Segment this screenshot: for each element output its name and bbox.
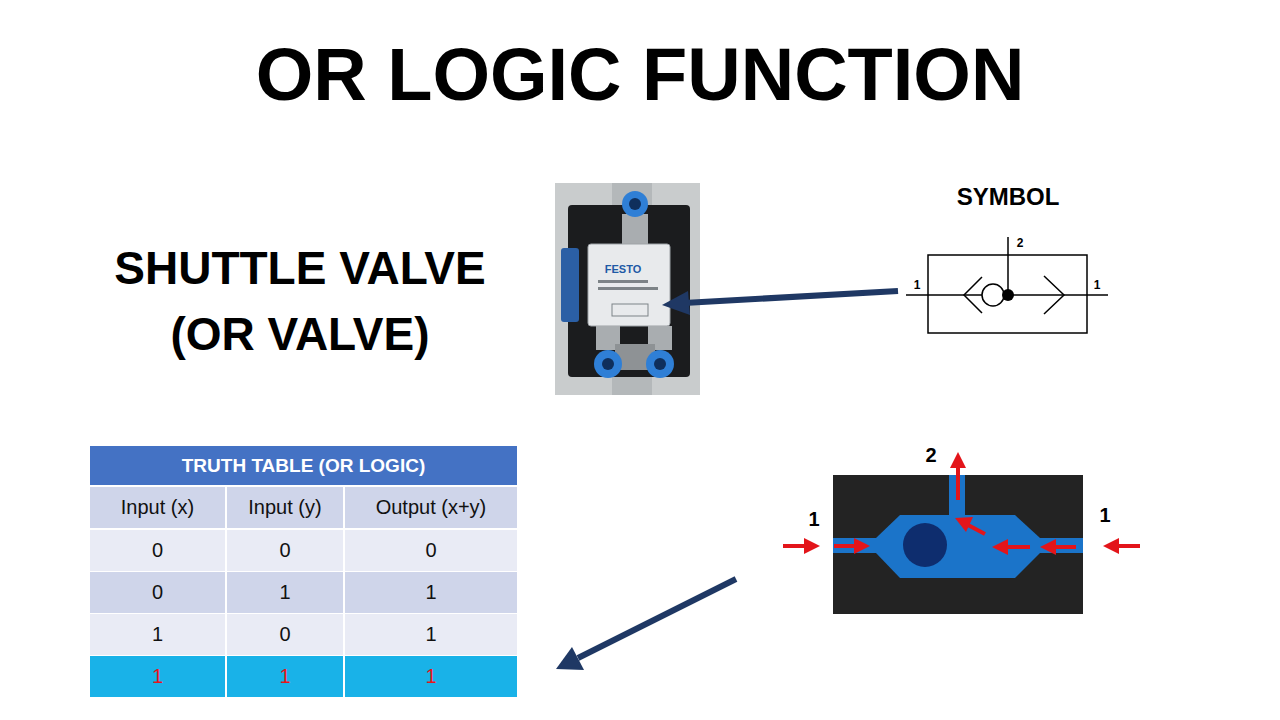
port-number-box: 1 (1093, 503, 1117, 527)
table-title: TRUTH TABLE (OR LOGIC) (182, 455, 425, 476)
top-fitting-body (622, 214, 648, 246)
valve-marking-symbol (612, 304, 648, 316)
table-cell-box: 1 (227, 656, 343, 697)
pointer-arrow-head (556, 647, 584, 670)
table-cell: 0 (279, 539, 290, 561)
port-number-box: 1 (1089, 277, 1105, 293)
table-cell: 0 (425, 539, 436, 561)
brand-marking: FESTO (605, 263, 641, 275)
mounting-tab (561, 248, 579, 322)
top-push-fitting (622, 191, 648, 217)
flow-arrow (783, 544, 806, 548)
table-cell-box: 0 (227, 530, 343, 571)
table-cell-box: 1 (90, 614, 225, 655)
valve-body (588, 244, 670, 326)
port-number: 1 (808, 508, 819, 530)
port-number: 2 (925, 444, 936, 466)
table-header-cell-box: Input (x) (90, 487, 225, 528)
flow-arrow-head (804, 538, 820, 554)
table-header-cell: Input (x) (121, 496, 194, 518)
pointer-arrow-line (684, 291, 898, 303)
table-cell: 1 (425, 665, 436, 687)
table-cell-box: 0 (90, 572, 225, 613)
valve-marking (598, 280, 648, 283)
port-number: 2 (1017, 236, 1024, 250)
port-number: 1 (1099, 504, 1110, 526)
table-cell-box: 1 (345, 572, 517, 613)
flow-arrow (956, 466, 960, 500)
photo-background (555, 183, 700, 395)
flow-arrow (968, 525, 985, 534)
symbol-ball (982, 284, 1004, 306)
symbol-seat-left (964, 277, 982, 313)
port-number-box: 2 (1012, 235, 1028, 251)
flow-arrow (1117, 544, 1140, 548)
table-cell: 0 (152, 581, 163, 603)
slide-title: OR LOGIC FUNCTION (0, 28, 1280, 122)
flow-arrow-head (992, 539, 1008, 555)
table-cell: 1 (279, 665, 290, 687)
symbol-seat-right (1044, 276, 1064, 314)
table-header-cell-box: Input (y) (227, 487, 343, 528)
table-cell-box: 0 (345, 530, 517, 571)
symbol-output-line (1007, 237, 1009, 295)
pointer-arrow-line (578, 579, 736, 658)
table-cell: 0 (152, 539, 163, 561)
flow-arrow (1006, 545, 1030, 549)
flow-arrow-head (1103, 538, 1119, 554)
table-header-cell: Output (x+y) (376, 496, 487, 518)
flow-arrow (1054, 545, 1076, 549)
table-header-cell: Input (y) (248, 496, 321, 518)
table-cell-box: 0 (227, 614, 343, 655)
port-number: 1 (1094, 278, 1101, 292)
flow-arrow-head (950, 452, 966, 468)
table-cell: 0 (279, 623, 290, 645)
table-cell: 1 (152, 665, 163, 687)
flow-arrow-head (1040, 539, 1056, 555)
bottom-fitting-port (654, 358, 666, 370)
table-cell: 1 (425, 623, 436, 645)
table-cell-box: 1 (345, 614, 517, 655)
table-cell: 1 (152, 623, 163, 645)
table-cell: 1 (425, 581, 436, 603)
symbol-heading-box: SYMBOL (938, 183, 1078, 211)
table-cell-box: 1 (227, 572, 343, 613)
bottom-push-fitting (646, 350, 674, 378)
top-fitting-port (629, 198, 641, 210)
port-number: 1 (914, 278, 921, 292)
section-heading-box: SHUTTLE VALVE (OR VALVE) (80, 235, 520, 367)
table-title-box: TRUTH TABLE (OR LOGIC) (90, 446, 517, 485)
port-number-box: 1 (909, 277, 925, 293)
mounting-plate (568, 205, 690, 377)
bottom-push-fitting (594, 350, 622, 378)
flow-arrow-head (955, 517, 973, 532)
symbol-heading: SYMBOL (957, 183, 1060, 210)
pointer-arrow-head (662, 291, 690, 315)
table-cell-box: 0 (90, 530, 225, 571)
flow-arrow-head (854, 538, 870, 554)
table-cell: 1 (279, 581, 290, 603)
shuttle-chamber (876, 515, 1040, 578)
port-number-box: 1 (802, 507, 826, 531)
valve-marking (598, 287, 658, 290)
table-header-cell-box: Output (x+y) (345, 487, 517, 528)
shuttle-ball (903, 523, 947, 567)
brand-marking-box: FESTO (592, 262, 654, 276)
flow-arrows (783, 452, 1140, 555)
flow-arrow (834, 544, 856, 548)
port-number-box: 2 (919, 443, 943, 467)
section-heading: SHUTTLE VALVE (OR VALVE) (114, 242, 485, 360)
bottom-fitting-port (602, 358, 614, 370)
table-cell-box: 1 (345, 656, 517, 697)
table-cell-box: 1 (90, 656, 225, 697)
symbol-junction (1002, 289, 1014, 301)
